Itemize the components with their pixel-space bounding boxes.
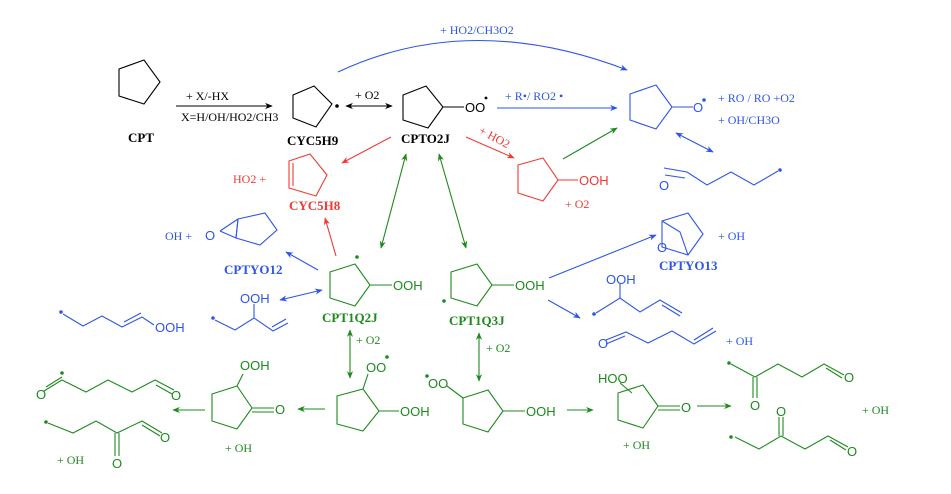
label-abstraction-bottom: X=H/OH/HO2/CH3 [181,110,278,124]
label-cpto2j: CPTO2J [401,131,450,146]
molecule-pentanal-radical: O [659,167,782,193]
molecule-hydroperoxy-butenyl-2: OOH [592,272,683,317]
atom-o: O [659,178,669,193]
arrow-ho2-add [465,136,515,159]
atom-ooh: OOH [515,278,545,293]
label-ho2-ch3o2: + HO2/CH3O2 [440,23,514,37]
arrow-ooh-to-alkoxy [562,127,618,160]
atom-o: O [776,404,786,419]
atom-o: O [160,430,170,445]
label-cpt1q3j: CPT1Q3J [449,313,505,328]
label-ro-line1: + RO / RO +O2 [718,91,795,105]
atom-o: O [205,228,215,243]
atom-o: O [750,398,760,413]
atom-hoo: HOO [598,371,628,386]
atom-ooh: OOH [606,272,636,287]
label-plus-oh-khp12: + OH [225,441,252,455]
molecule-ketoaldehyde-radical-3: O O [729,404,857,459]
atom-ooh: OOH [240,291,270,306]
arrow-beta-scission-q3j [547,299,581,319]
label-cyc5h9: CYC5H9 [287,133,339,148]
atom-o: O [112,456,122,471]
atom-ooh: OOH [526,404,556,419]
atom-o: O [681,400,691,415]
label-cyc5h8: CYC5H8 [289,198,341,213]
label-plus-oh-left: + OH [57,453,84,467]
label-cpt1q2j: CPT1Q2J [322,310,378,325]
arrow-cpto2j-cpt1q2j [379,153,408,249]
label-plus-oh-khp13: + OH [623,438,650,452]
atom-oo: OO [366,360,386,375]
atom-o: O [598,336,608,351]
label-cptyo12: CPTYO12 [224,262,283,277]
molecule-ooqooh-13: OO OOH [425,374,556,433]
atom-ooh: OOH [400,404,430,419]
arrow-qooh-to-cyc5h8 [323,217,337,257]
arrow-beta-scission-q2j [279,288,323,302]
label-plus-o2-q2j: + O2 [356,333,380,347]
molecule-cpt-ooh: OOH [517,157,609,202]
label-abstraction-top: + X/-HX [186,89,229,103]
molecule-cptyo12: O CPTYO12 [205,212,283,277]
arrow-ho2-ch3o2 [337,39,628,73]
label-oh-plus: OH + [165,229,192,243]
atom-ooh: OOH [393,278,423,293]
atom-o: O [36,387,46,402]
molecule-cpt: CPT [118,59,161,145]
atom-o: O [275,402,285,417]
label-cptyo13: CPTYO13 [659,258,718,273]
label-o2-addition: + O2 [355,88,379,102]
molecule-ketohydroperoxide-12: O OOH [211,358,285,430]
arrow-ho2-elimination [341,136,392,164]
molecule-dialdehyde-radical: O O [36,371,181,403]
label-plus-oh-right: + OH [862,403,889,417]
label-cpt: CPT [128,130,154,145]
molecule-cpto2j: OO CPTO2J [401,85,488,146]
atom-ooh: OOH [240,358,270,373]
molecule-ketohydroperoxide-13: HOO O [598,371,691,429]
molecule-ketoaldehyde-radical-2: O O [727,361,854,413]
atom-oo: OO [465,100,485,115]
molecule-hydroperoxy-butenyl: OOH [59,310,185,335]
atom-o: O [847,444,857,459]
arrow-ring-opening [675,132,714,153]
molecule-ooqooh-12: OO OOH [336,355,430,432]
atom-o: O [693,100,703,115]
molecule-cyclopentoxy: O [629,84,706,130]
molecule-cyc5h9: CYC5H9 [287,85,339,148]
molecule-pentenal: O [598,327,717,351]
radical-dot [335,104,339,108]
molecule-cpt1q2j: OOH CPT1Q2J [322,255,423,325]
molecule-cyc5h8: CYC5H8 [288,153,341,213]
arrow-to-cptyo12 [285,251,319,271]
arrow-cpto2j-cpt1q3j [437,153,468,249]
label-plus-o2-q3j: + O2 [486,341,510,355]
label-plus-oh-pentenal: + OH [726,334,753,348]
atom-o: O [657,240,667,255]
atom-o: O [171,388,181,403]
label-r-ro2: + R•/ RO2 • [505,89,563,103]
label-plus-o2-red: + O2 [565,197,589,211]
atom-oo: OO [428,376,448,391]
atom-ooh: OOH [579,173,609,188]
atom-ooh: OOH [155,320,185,335]
atom-o: O [844,370,854,385]
molecule-cptyo13: O CPTYO13 [657,212,718,273]
arrow-to-cptyo13 [548,234,657,279]
label-plus-oh-cptyo13: + OH [718,229,745,243]
label-ho2-plus: HO2 + [233,172,266,186]
molecule-ketoaldehyde-radical: O O [44,420,170,471]
molecule-cpt1q3j: OOH CPT1Q3J [442,263,545,328]
label-ro-line2: + OH/CH3O [718,113,780,127]
label-ho2-add: + HO2 [477,123,513,151]
molecule-hydroperoxy-pentenyl: OOH [211,291,289,332]
